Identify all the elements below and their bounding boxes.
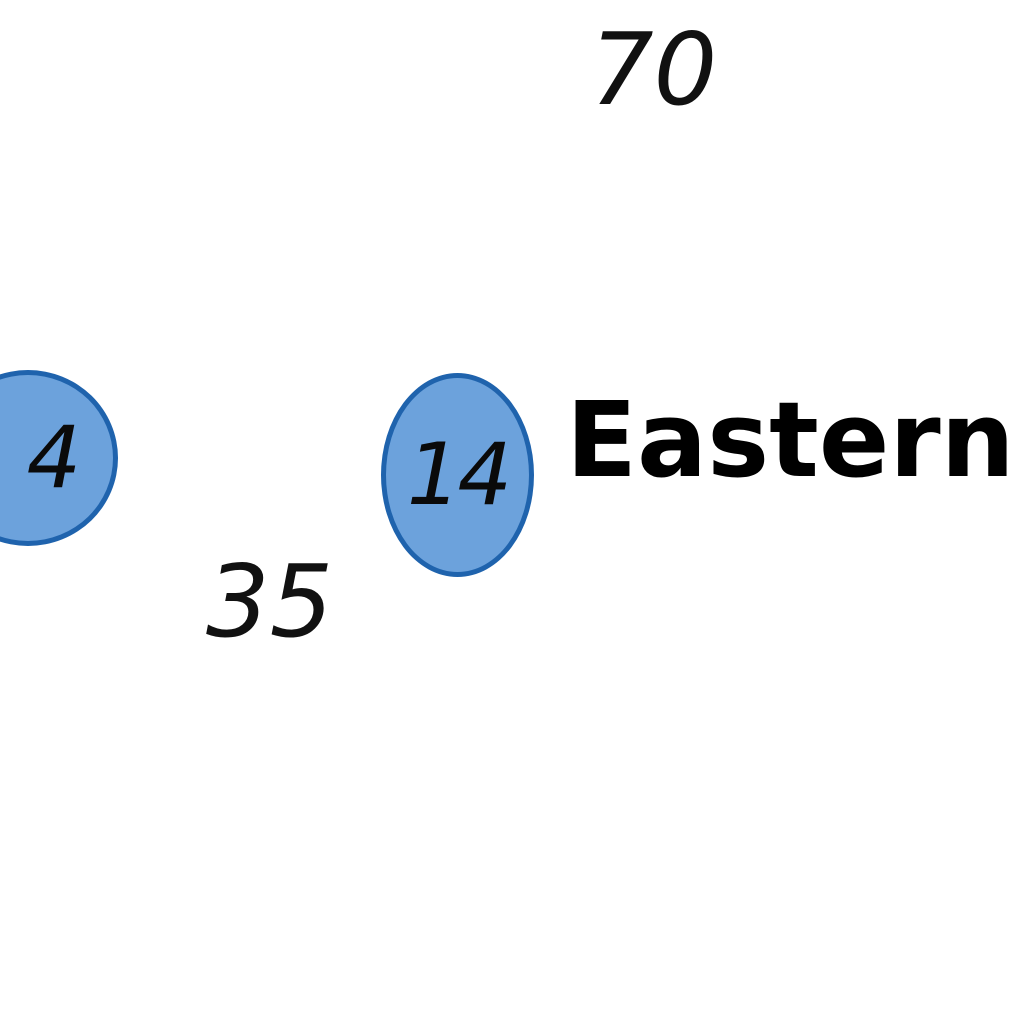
route-marker-14[interactable]: 14 xyxy=(381,373,534,577)
elevation-label-35: 35 xyxy=(206,543,334,660)
route-marker-14-label: 14 xyxy=(406,425,512,525)
place-label: Eastern Sl xyxy=(566,379,1024,501)
route-marker-4[interactable]: 4 xyxy=(0,370,118,546)
route-marker-4-label: 4 xyxy=(26,408,82,508)
elevation-label-70: 70 xyxy=(590,11,718,128)
